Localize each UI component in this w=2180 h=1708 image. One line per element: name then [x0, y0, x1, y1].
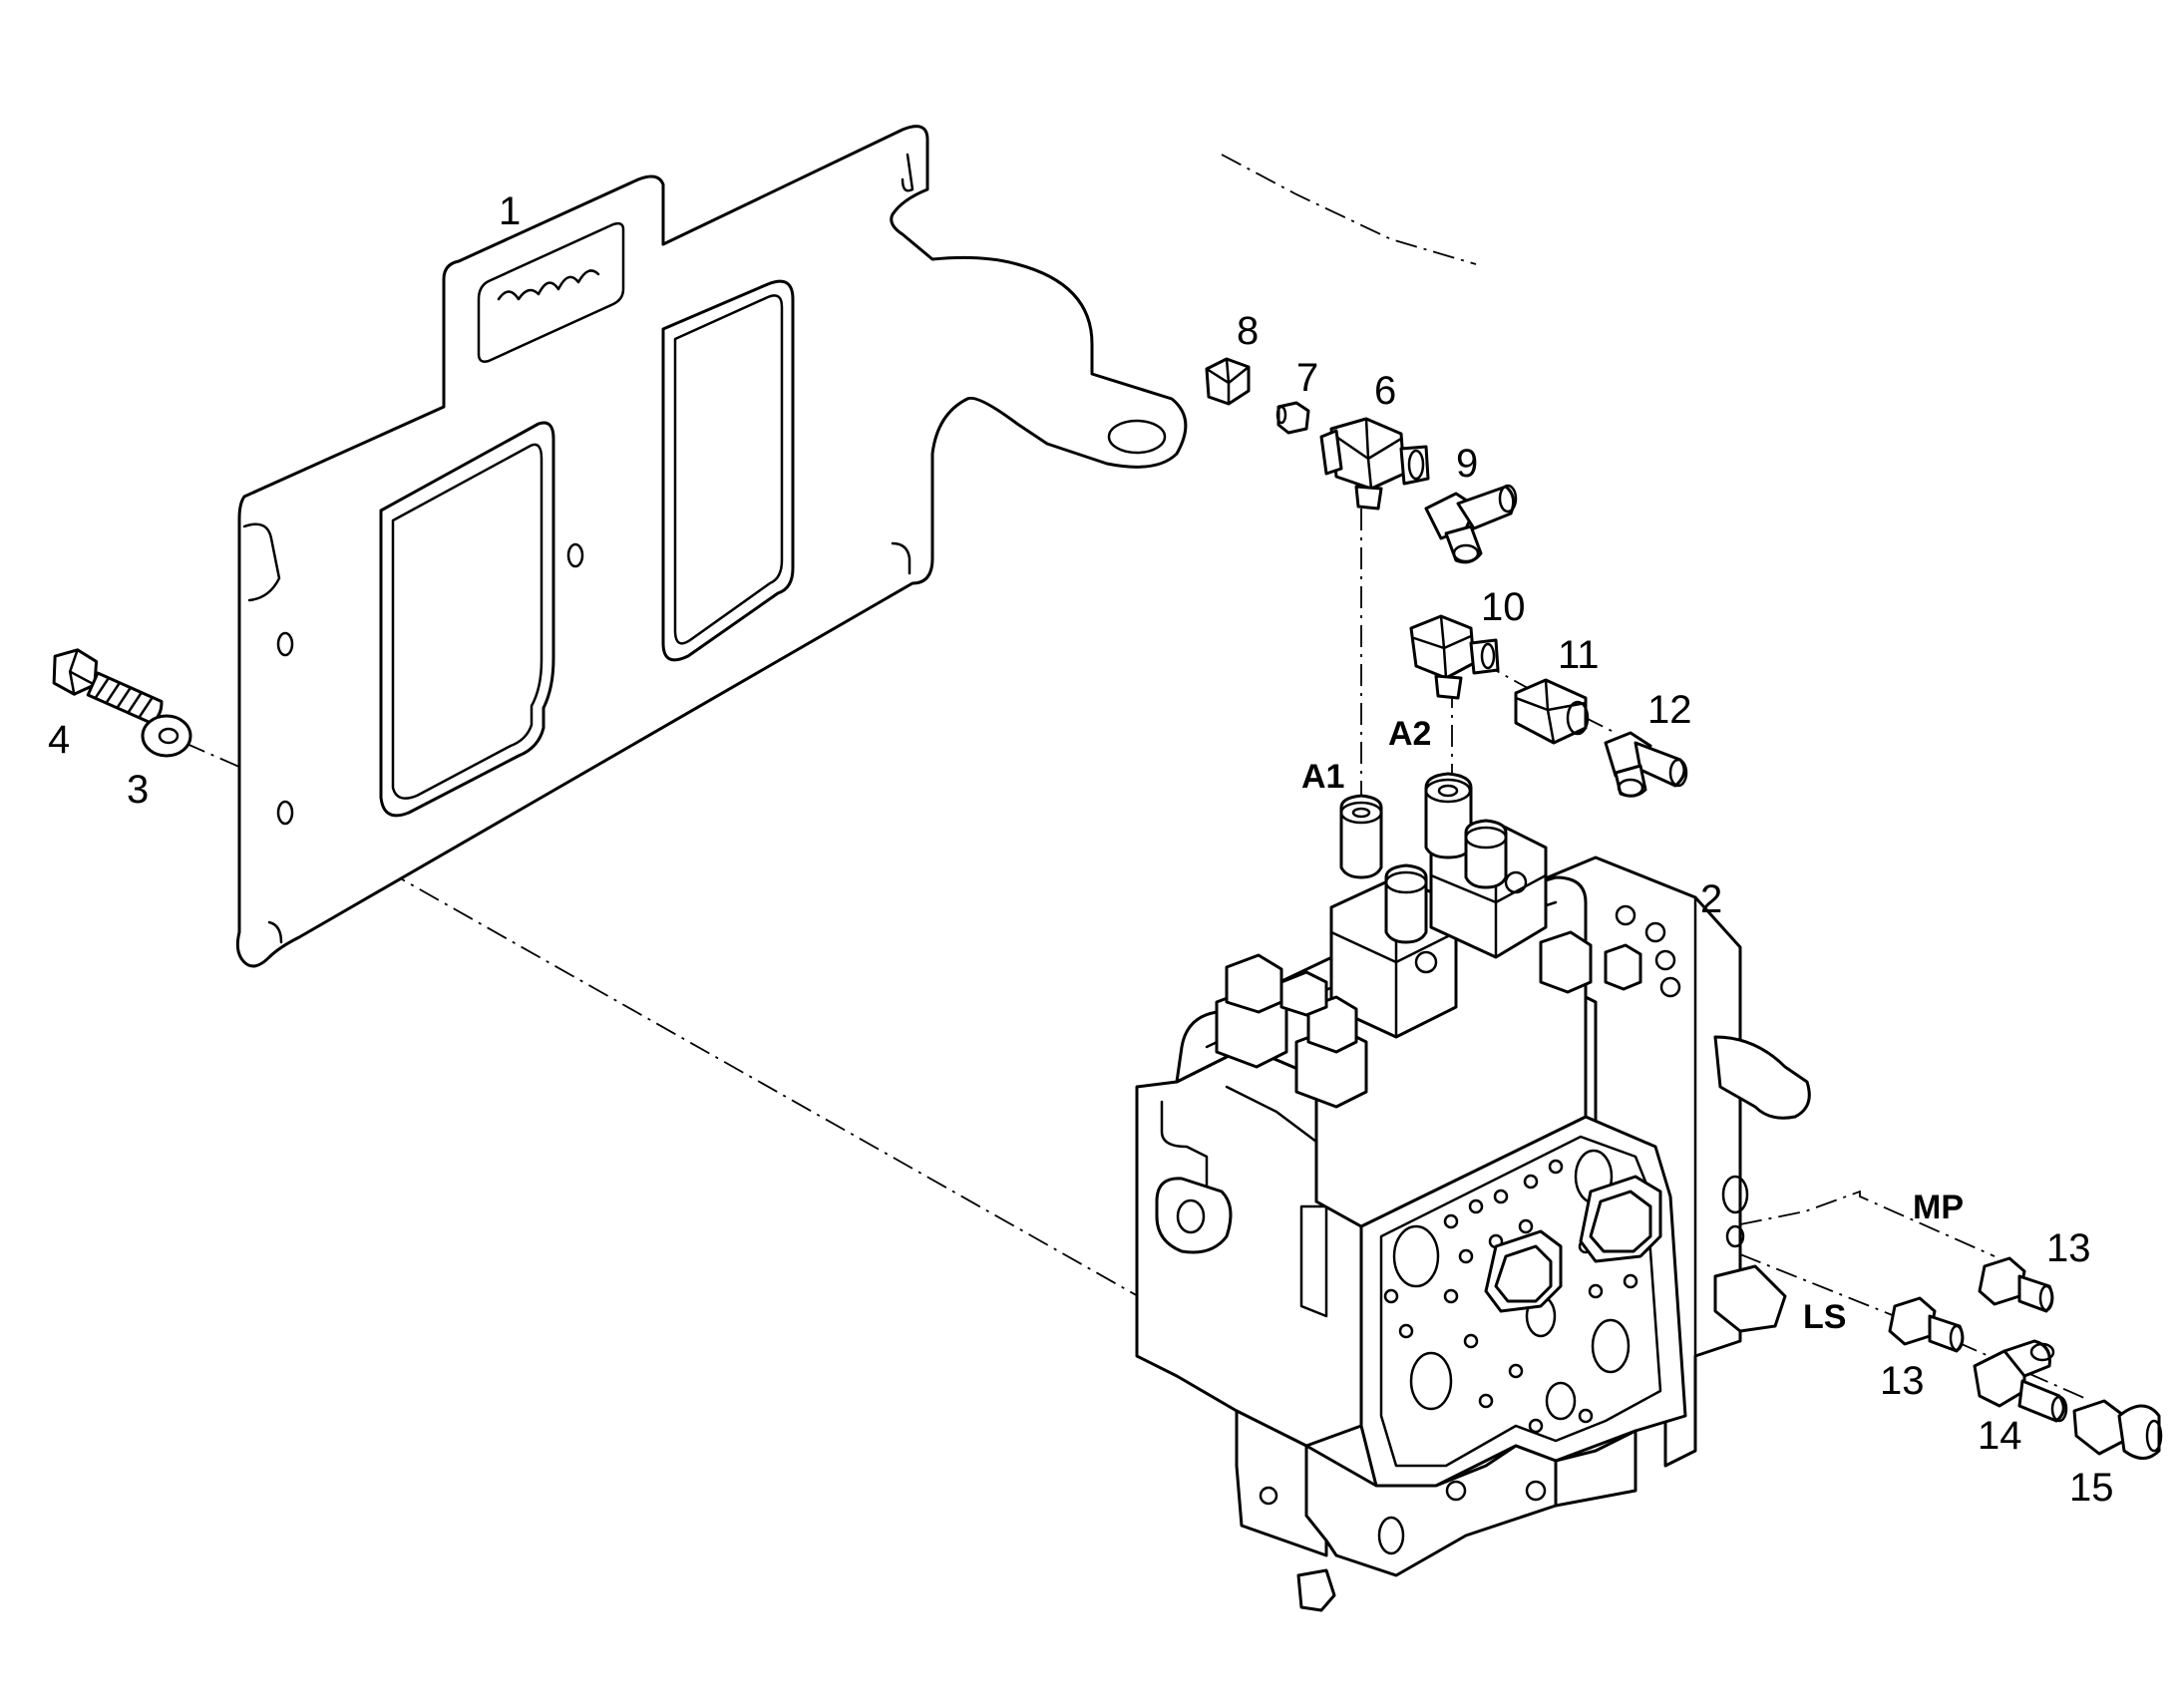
- callout-7: 7: [1296, 356, 1318, 400]
- adapter-fitting-mp: [1978, 1256, 2054, 1313]
- callout-10: 10: [1481, 585, 1526, 629]
- adapter-fitting-ls: [1888, 1296, 1965, 1353]
- callout-6: 6: [1374, 369, 1396, 413]
- port-label-a2: A2: [1388, 715, 1431, 753]
- callout-12: 12: [1647, 688, 1692, 732]
- port-label-ls: LS: [1803, 1298, 1846, 1336]
- test-coupling: [2072, 1399, 2163, 1460]
- alignment-lines: [183, 154, 2085, 1399]
- tee-fitting: [1424, 484, 1518, 564]
- callout-2: 2: [1700, 877, 1722, 921]
- callout-4: 4: [48, 718, 70, 762]
- nut: [1205, 357, 1251, 406]
- port-label-a1: A1: [1301, 758, 1344, 796]
- callout-3: 3: [127, 768, 149, 812]
- callout-14: 14: [1978, 1414, 2022, 1458]
- mounting-plate: [235, 125, 1188, 968]
- callout-9: 9: [1456, 442, 1478, 486]
- callout-13-ls: 13: [1880, 1359, 1925, 1403]
- callout-8: 8: [1237, 309, 1259, 353]
- callout-1: 1: [499, 189, 521, 233]
- callout-11: 11: [1558, 633, 1600, 677]
- callout-13-mp: 13: [2046, 1226, 2091, 1270]
- callout-15: 15: [2069, 1466, 2114, 1510]
- tee-fitting-2: [1604, 731, 1688, 798]
- swivel-elbow-fitting: [1409, 614, 1500, 700]
- swivel-tee-fitting: [1319, 417, 1430, 511]
- bolt: [52, 648, 164, 725]
- tee-fitting-3: [1973, 1339, 2068, 1423]
- port-label-mp: MP: [1913, 1189, 1964, 1226]
- washer: [141, 714, 192, 758]
- union-nut-fitting: [1514, 678, 1590, 745]
- control-valve-block: [1135, 772, 1811, 1612]
- sleeve: [1275, 401, 1310, 435]
